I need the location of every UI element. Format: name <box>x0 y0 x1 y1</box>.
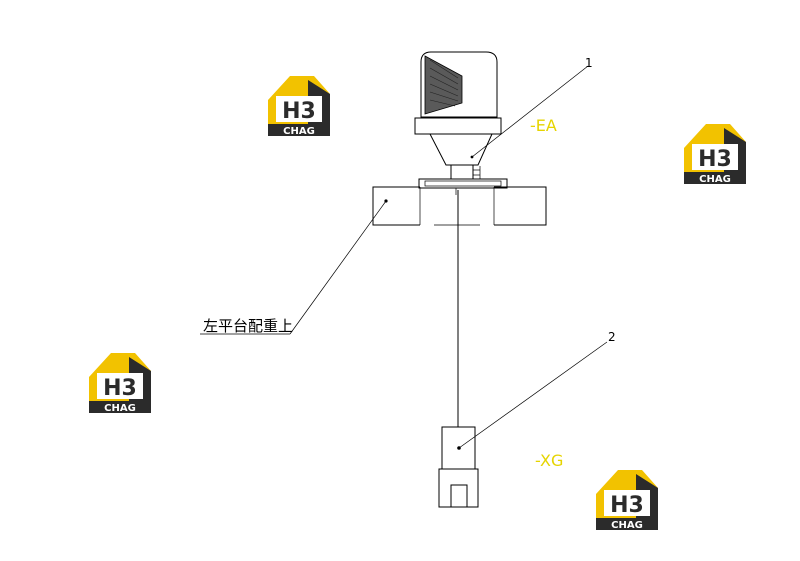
watermark-logo-4: H3 CHAG <box>596 470 658 531</box>
svg-text:CHAG: CHAG <box>699 174 731 185</box>
svg-text:H3: H3 <box>103 376 137 401</box>
svg-text:H3: H3 <box>282 99 316 124</box>
wire-label-xg: -XG <box>535 451 563 470</box>
svg-text:CHAG: CHAG <box>283 126 315 137</box>
bottom-connector <box>438 426 479 508</box>
svg-text:H3: H3 <box>698 147 732 172</box>
beacon-lamp <box>414 51 508 195</box>
svg-text:CHAG: CHAG <box>104 403 136 414</box>
watermark-logo-1: H3 CHAG <box>268 76 330 137</box>
callout-2: 2 <box>608 330 616 344</box>
watermark-logo-3: H3 CHAG <box>89 353 151 414</box>
svg-text:CHAG: CHAG <box>611 520 643 531</box>
callout-1: 1 <box>585 56 593 70</box>
platform-counterweight <box>372 186 547 226</box>
wire-label-ea: -EA <box>530 116 557 135</box>
svg-text:H3: H3 <box>610 493 644 518</box>
leader-lines <box>200 65 608 449</box>
lamp-lens-hatch <box>424 55 463 115</box>
watermark-logo-2: H3 CHAG <box>684 124 746 185</box>
location-label: 左平台配重上 <box>203 317 293 335</box>
